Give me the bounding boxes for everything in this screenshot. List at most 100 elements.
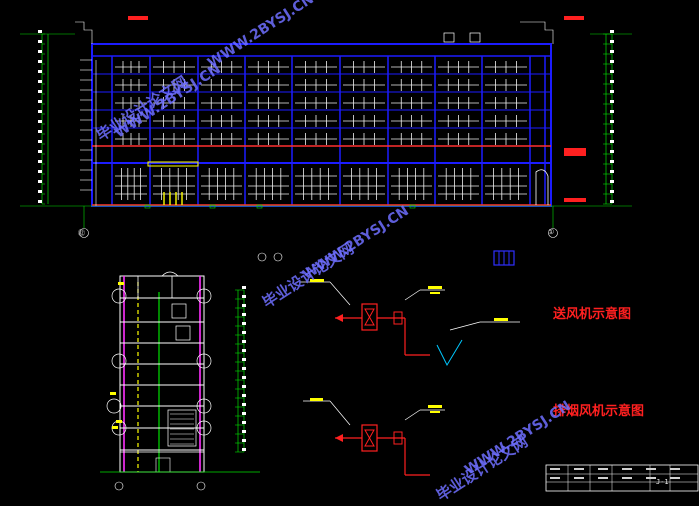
dim-text-stub — [242, 322, 246, 325]
section-grid-bubble-0 — [111, 288, 127, 304]
title-block-text-stub — [646, 468, 656, 470]
dim-text-stub — [242, 448, 246, 451]
dim-text-stub — [38, 70, 42, 73]
dim-text-stub — [242, 385, 246, 388]
dim-text-stub — [610, 160, 614, 163]
title-block-text-stub — [622, 468, 632, 470]
section-room-2 — [167, 409, 197, 447]
axis-label-right: ① — [548, 228, 555, 236]
title-block-text-stub — [574, 477, 584, 479]
title-block-text-stub — [646, 477, 656, 479]
axis-bubble-right — [548, 228, 558, 238]
dim-text-stub — [242, 367, 246, 370]
section-grid-bubble-4 — [106, 398, 122, 414]
title-block-text-stub — [622, 477, 632, 479]
dim-text-stub — [38, 60, 42, 63]
dim-text-stub — [38, 100, 42, 103]
section-grid-bubble-7 — [196, 420, 212, 436]
dim-text-stub — [242, 313, 246, 316]
section-dimension-column — [235, 286, 246, 453]
dim-text-stub — [610, 80, 614, 83]
title-block — [545, 464, 699, 492]
dim-text-stub — [38, 40, 42, 43]
section-grid-bubble-1 — [196, 288, 212, 304]
dim-text-stub — [38, 80, 42, 83]
front-elevation — [20, 16, 632, 209]
building-section — [100, 271, 260, 491]
dim-text-stub — [38, 190, 42, 193]
title-block-text-stub — [670, 477, 680, 479]
dim-text-stub — [610, 200, 614, 203]
section-yellow-mark-2 — [116, 420, 122, 423]
entrance-canopy — [147, 161, 199, 167]
dim-text-stub — [38, 30, 42, 33]
section-axis-bubble-right — [196, 481, 206, 491]
base-mark-3 — [409, 204, 416, 209]
dim-text-stub — [242, 412, 246, 415]
corner-step-left — [75, 21, 93, 44]
base-mark-0 — [144, 204, 151, 209]
supply-fan-diagram — [300, 279, 520, 367]
dim-text-stub — [242, 439, 246, 442]
smoke-exhaust-fan-diagram — [303, 398, 445, 476]
elevation-axis-markers — [79, 206, 558, 262]
title-block-text-stub — [670, 468, 680, 470]
dim-text-stub — [610, 190, 614, 193]
section-yellow-mark-3 — [112, 426, 118, 429]
dim-text-stub — [242, 421, 246, 424]
title-block-text-stub — [550, 468, 560, 470]
dim-text-stub — [38, 140, 42, 143]
dim-text-stub — [38, 150, 42, 153]
section-roof-curve — [161, 271, 179, 277]
corner-step-right — [520, 21, 554, 44]
side-marker-bottom — [564, 198, 586, 202]
section-yellow-mark-0 — [118, 282, 124, 285]
dim-text-stub — [38, 90, 42, 93]
title-block-frame — [545, 464, 699, 492]
axis-label-left: ⑫ — [78, 229, 85, 237]
side-marker-mid — [564, 148, 586, 156]
dim-text-stub — [610, 30, 614, 33]
cad-drawing-canvas — [20, 16, 699, 492]
dim-text-stub — [242, 349, 246, 352]
dim-text-stub — [610, 60, 614, 63]
section-room-1 — [175, 325, 191, 341]
dim-text-stub — [610, 100, 614, 103]
dim-text-stub — [242, 331, 246, 334]
supply-fan-label: 送风机示意图 — [553, 307, 632, 322]
dim-text-stub — [610, 110, 614, 113]
roof-box-a — [443, 32, 455, 43]
dim-text-stub — [242, 358, 246, 361]
roof-box-b — [469, 32, 481, 43]
title-block-text-stub — [598, 477, 608, 479]
roof-marker-right — [564, 16, 584, 20]
dim-text-stub — [242, 295, 246, 298]
dim-text-stub — [610, 130, 614, 133]
dim-text-stub — [610, 180, 614, 183]
dim-text-stub — [610, 90, 614, 93]
dim-text-stub — [242, 403, 246, 406]
dim-text-stub — [610, 50, 614, 53]
section-roof-room — [137, 275, 173, 298]
axis-bubble-center-a — [257, 252, 267, 262]
dim-text-stub — [38, 170, 42, 173]
base-mark-1 — [209, 204, 216, 209]
dim-text-stub — [38, 110, 42, 113]
section-grid-bubble-5 — [196, 398, 212, 414]
dim-text-stub — [242, 430, 246, 433]
smoke-exhaust-fan-label: 排烟风机示意图 — [553, 404, 645, 419]
dim-text-stub — [242, 286, 246, 289]
section-grid-bubble-2 — [111, 353, 127, 369]
dim-text-stub — [610, 40, 614, 43]
dim-text-stub — [38, 120, 42, 123]
dim-text-stub — [38, 200, 42, 203]
dim-text-stub — [610, 70, 614, 73]
title-block-text-stub — [598, 468, 608, 470]
section-room-0 — [171, 303, 187, 319]
roof-marker-left — [128, 16, 148, 20]
dim-text-stub — [610, 120, 614, 123]
dim-text-stub — [242, 376, 246, 379]
dim-text-stub — [610, 150, 614, 153]
dim-text-stub — [38, 180, 42, 183]
section-grid-bubble-3 — [196, 353, 212, 369]
